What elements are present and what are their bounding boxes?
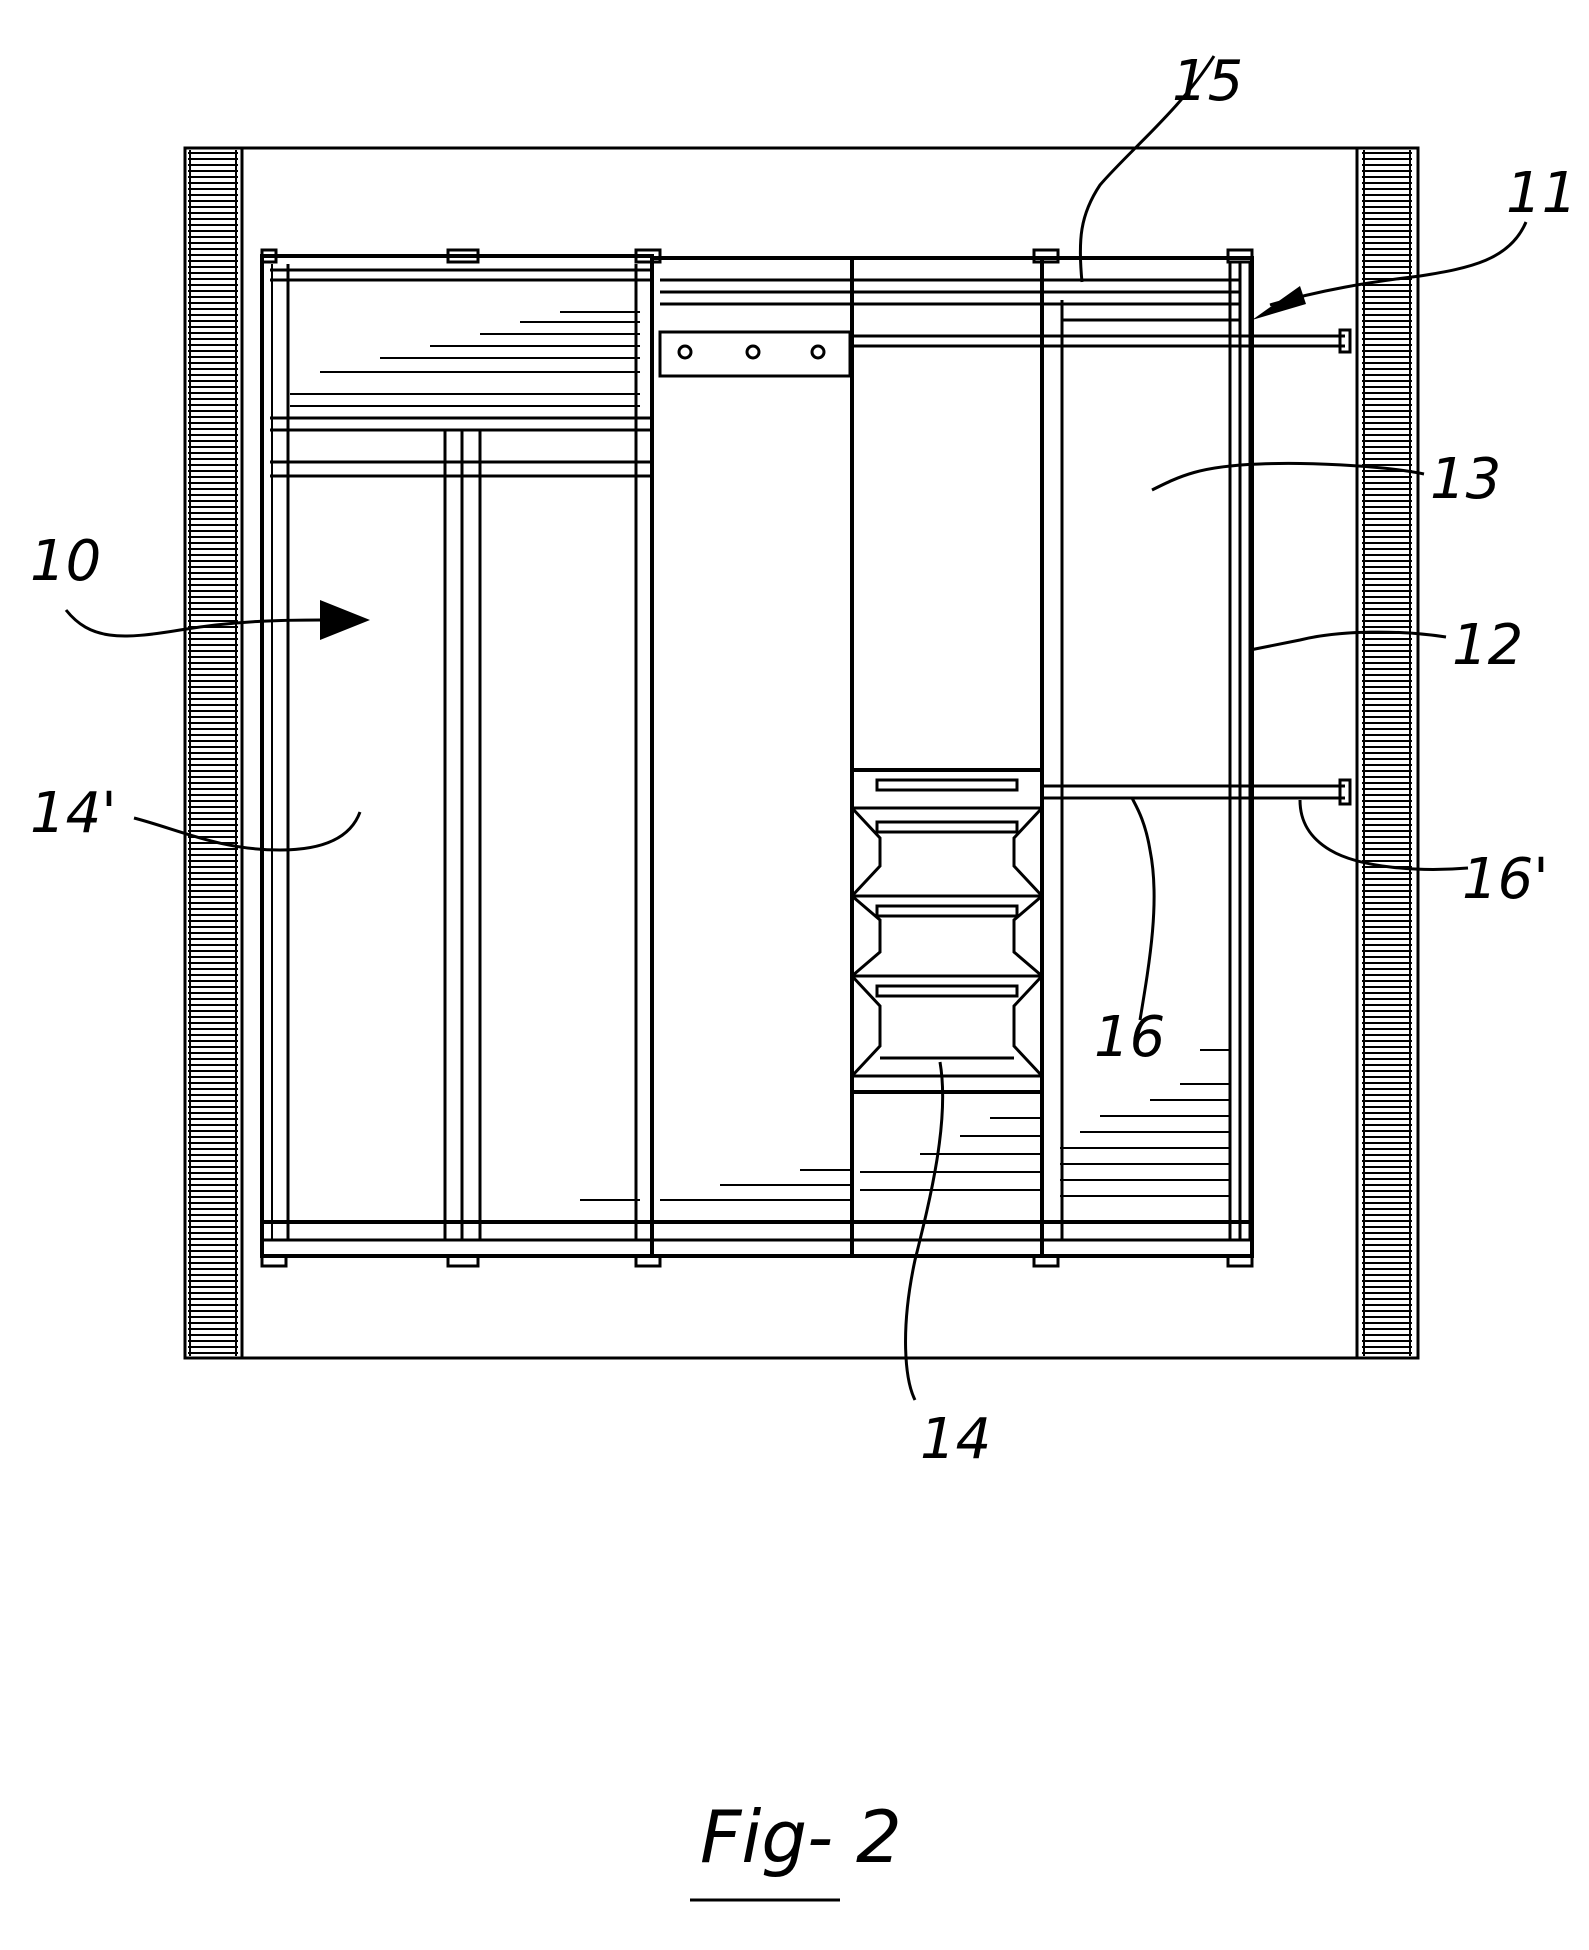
organizer-frame: [262, 250, 1350, 1266]
arrowhead-10: [320, 600, 370, 640]
arrowhead-11: [1252, 286, 1306, 320]
leader-16: [1132, 798, 1154, 1020]
ref-numeral-10: 10: [30, 529, 101, 594]
ref-numeral-14-prime: 14': [30, 781, 117, 846]
figure-caption-text: Fig- 2: [700, 1795, 902, 1879]
ref-numeral-15: 15: [1172, 49, 1243, 114]
ref-numeral-16: 16: [1094, 1005, 1165, 1070]
ref-numeral-13: 13: [1430, 447, 1501, 512]
ref-numeral-14: 14: [920, 1407, 991, 1472]
leader-14: [906, 1062, 943, 1400]
left-wall: [188, 150, 238, 1356]
drawer-unit: [852, 770, 1042, 1092]
right-wall: [1362, 150, 1412, 1356]
ref-numeral-11: 11: [1506, 161, 1577, 226]
ref-numeral-16-prime: 16': [1462, 847, 1549, 912]
figure-caption: Fig- 2: [690, 1795, 902, 1900]
closet-opening: [185, 148, 1418, 1358]
ref-numeral-12: 12: [1452, 613, 1523, 678]
leader-14p: [134, 812, 360, 850]
floor-shading: [290, 312, 1230, 1200]
